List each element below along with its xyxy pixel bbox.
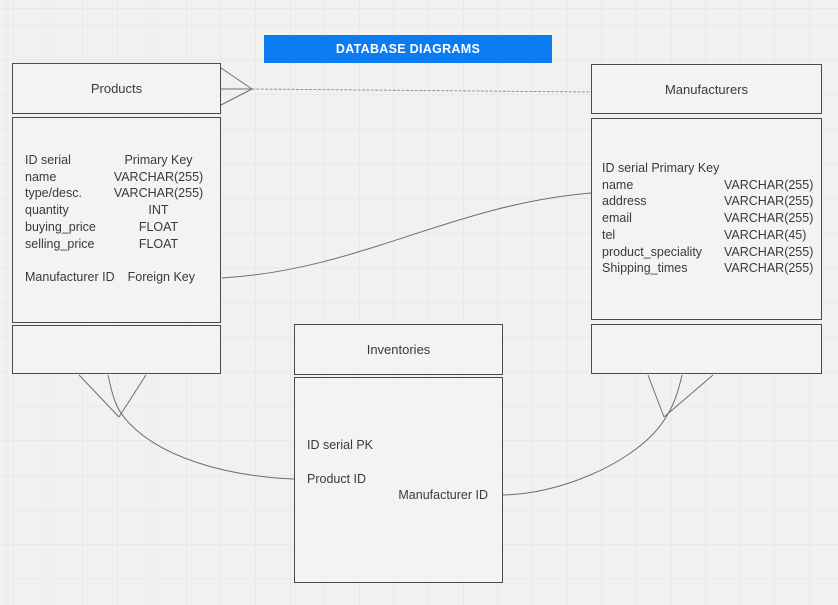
field-row: buying_price FLOAT: [25, 219, 208, 236]
relation-line[interactable]: [251, 88, 592, 93]
field-name: ID serial: [25, 153, 71, 167]
field-row: product_speciality VARCHAR(255): [602, 244, 814, 261]
products-table-footer[interactable]: [12, 325, 221, 374]
inventories-table-body[interactable]: ID serial PK Product ID Manufacturer ID: [294, 377, 503, 583]
field-row: ID serial Primary Key: [25, 152, 208, 169]
connector-products-manufacturers[interactable]: [220, 67, 592, 106]
field-name: quantity: [25, 203, 69, 218]
field-type: Primary Key: [124, 153, 193, 167]
title-banner-label: DATABASE DIAGRAMS: [335, 42, 481, 56]
field-row: name VARCHAR(255): [602, 177, 814, 194]
field-type: VARCHAR(255): [113, 169, 204, 184]
field-type: VARCHAR(45): [724, 227, 807, 242]
field-type: VARCHAR(255): [724, 261, 814, 276]
products-table-title: Products: [90, 81, 143, 96]
inventories-product-id-field: Product ID: [307, 472, 367, 486]
field-name: Shipping_times: [602, 261, 688, 276]
crows-foot-left-prong-icon[interactable]: [78, 374, 120, 418]
field-type: VARCHAR(255): [724, 177, 814, 192]
field-row: quantity INT: [25, 202, 208, 219]
field-type: VARCHAR(255): [724, 194, 814, 209]
field-name: type/desc.: [25, 186, 82, 201]
crows-foot-top-prong-icon[interactable]: [220, 67, 253, 90]
products-table-header[interactable]: Products: [12, 63, 221, 114]
field-name: address: [602, 194, 647, 209]
field-row: ID serial Primary Key: [602, 160, 811, 177]
field-name: email: [602, 211, 632, 226]
field-type: INT: [148, 203, 169, 218]
field-name: name: [602, 177, 634, 192]
inventories-left-curve[interactable]: [107, 374, 295, 480]
connector-products-fk-curve[interactable]: [221, 192, 592, 279]
field-type: [724, 160, 811, 177]
field-type: VARCHAR(255): [724, 211, 814, 226]
title-banner[interactable]: DATABASE DIAGRAMS: [264, 35, 552, 63]
field-type: FLOAT: [138, 236, 179, 251]
field-name: name: [25, 169, 57, 184]
inventories-table-header[interactable]: Inventories: [294, 324, 503, 375]
inventories-right-curve[interactable]: [502, 374, 683, 496]
fk-curve[interactable]: [221, 192, 592, 279]
foreign-key-row: Manufacturer ID Foreign Key: [25, 269, 208, 286]
crows-foot-right-prong-icon[interactable]: [663, 374, 714, 418]
field-type: VARCHAR(255): [113, 186, 204, 201]
inventories-id-field: ID serial PK: [307, 438, 373, 452]
field-name: selling_price: [25, 236, 95, 251]
field-name: tel: [602, 227, 616, 242]
field-name: buying_price: [25, 219, 96, 234]
inventories-manufacturer-id-field: Manufacturer ID: [398, 488, 488, 502]
field-row: type/desc. VARCHAR(255): [25, 185, 208, 202]
field-row: address VARCHAR(255): [602, 193, 814, 210]
crows-foot-bottom-prong-icon[interactable]: [220, 88, 253, 106]
manufacturers-table-title: Manufacturers: [664, 81, 749, 97]
crows-foot-left-prong-icon[interactable]: [647, 374, 665, 418]
inventories-table-title: Inventories: [366, 342, 431, 357]
field-type: Foreign Key: [127, 270, 196, 285]
field-name: Manufacturer ID: [25, 270, 115, 285]
field-row: email VARCHAR(255): [602, 210, 814, 227]
manufacturers-table-footer[interactable]: [591, 324, 822, 374]
field-row: name VARCHAR(255): [25, 169, 208, 186]
connector-products-inventories[interactable]: [78, 374, 295, 480]
field-name: ID serial Primary Key: [602, 161, 720, 175]
field-type: VARCHAR(255): [724, 244, 814, 259]
manufacturers-table-header[interactable]: Manufacturers: [591, 64, 822, 114]
connector-manufacturers-inventories[interactable]: [502, 374, 714, 496]
field-row: tel VARCHAR(45): [602, 227, 811, 244]
field-name: product_speciality: [602, 244, 703, 259]
field-row: Shipping_times VARCHAR(255): [602, 260, 814, 277]
field-type: FLOAT: [138, 219, 179, 234]
crows-foot-right-prong-icon[interactable]: [118, 374, 147, 418]
field-row: selling_price FLOAT: [25, 236, 208, 253]
